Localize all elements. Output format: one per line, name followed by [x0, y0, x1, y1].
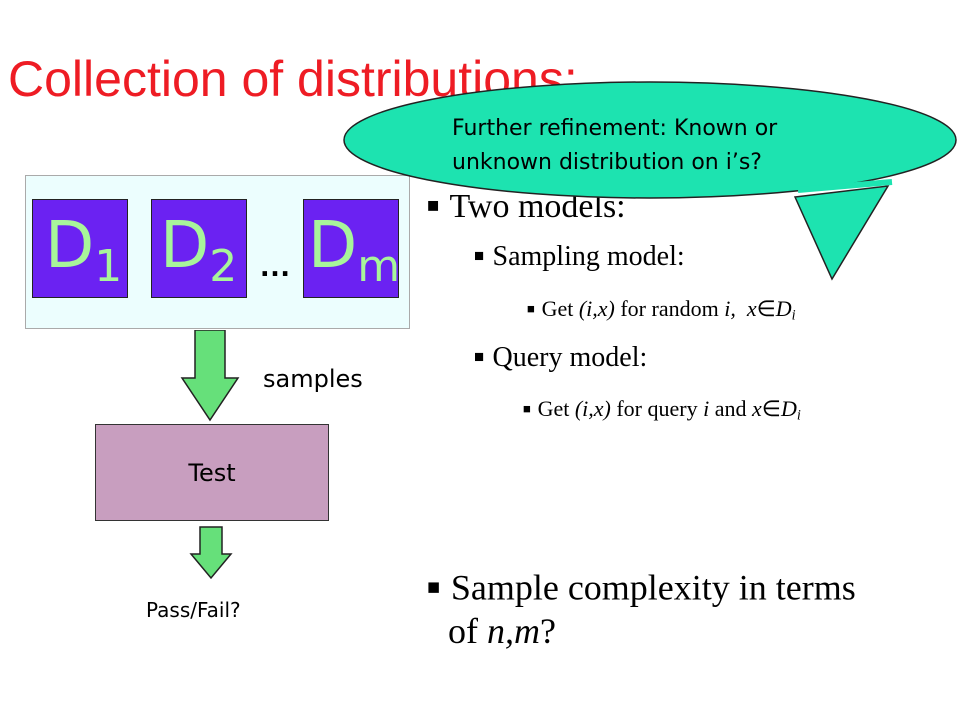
- bullet-sampling-detail: ■Get (i,x) for random i, x∈Di: [527, 296, 796, 324]
- bullet-square-icon: ■: [474, 346, 485, 366]
- bullet-square-icon: ■: [427, 575, 441, 599]
- distribution-label-d2: D2: [160, 209, 238, 292]
- callout-text: Further refinement: Known or unknown dis…: [452, 116, 778, 175]
- bullet-square-icon: ■: [523, 400, 531, 416]
- samples-label: samples: [263, 365, 363, 393]
- test-box: Test: [95, 424, 329, 521]
- callout-bubble: [343, 81, 957, 281]
- bullet-square-icon: ■: [474, 245, 485, 265]
- bullet-query-detail: ■Get (i,x) for query i and x∈Di: [523, 396, 801, 424]
- distribution-label-d1: D1: [45, 209, 123, 292]
- bullet-sample-complexity: ■Sample complexity in terms of n,m?: [427, 567, 856, 652]
- bullet-query-model: ■Query model:: [474, 342, 648, 373]
- down-arrow-icon: [189, 526, 233, 580]
- down-arrow-icon: [180, 330, 240, 422]
- test-label: Test: [188, 458, 236, 487]
- distribution-box-d2: D2: [151, 199, 247, 298]
- distribution-label-dm: Dm: [308, 209, 401, 292]
- distribution-box-d1: D1: [32, 199, 128, 298]
- bullet-square-icon: ■: [527, 300, 535, 316]
- bullet-square-icon: ■: [427, 194, 440, 217]
- pass-fail-label: Pass/Fail?: [146, 598, 241, 622]
- bullet-sampling-model: ■Sampling model:: [474, 241, 685, 272]
- ellipsis: …: [259, 247, 291, 283]
- distribution-box-dm: Dm: [303, 199, 401, 298]
